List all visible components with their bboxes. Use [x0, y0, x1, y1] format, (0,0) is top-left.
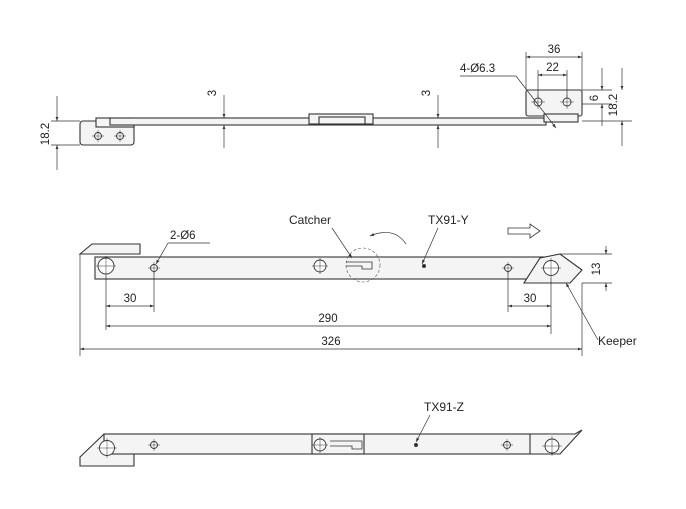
dim-hole-span: 290 — [318, 313, 337, 325]
dim-bracket-small: 6 — [589, 95, 601, 101]
right-pivot-block — [543, 113, 579, 123]
callout-left-holes: 2-Ø6 — [170, 230, 196, 242]
left-hook — [78, 243, 141, 255]
dim-height-right: 18.2 — [608, 94, 620, 116]
label-keeper: Keeper — [598, 334, 637, 348]
label-model-z: TX91-Z — [424, 400, 464, 414]
dim-keeper-width: 36 — [548, 44, 561, 56]
curved-arrow-icon — [369, 232, 407, 245]
center-hole — [422, 264, 426, 268]
side-view: 18.2 3 3 36 22 4-Ø6.3 6 18.2 — [40, 44, 632, 170]
dim-height-left: 18.2 — [40, 123, 52, 145]
dim-right-offset: 30 — [524, 293, 537, 305]
catcher-slot — [346, 261, 373, 270]
dim-gap-left: 3 — [207, 90, 219, 96]
plan-view-tx91-y: Catcher TX91-Y 2-Ø6 30 30 13 Keeper 290 — [78, 213, 637, 356]
center-hole — [414, 443, 418, 447]
dim-keeper-height: 13 — [591, 263, 603, 276]
label-catcher: Catcher — [289, 213, 331, 227]
outline-right-arrow-icon — [507, 223, 541, 239]
center-block — [318, 116, 366, 125]
catcher-slot — [330, 440, 363, 450]
plan-view-tx91-z: TX91-Z — [79, 400, 583, 467]
dim-hole-spacing: 22 — [546, 62, 559, 74]
catcher-outline — [345, 247, 381, 283]
callout-top-holes: 4-Ø6.3 — [460, 63, 495, 75]
dim-overall-length: 326 — [321, 336, 340, 348]
label-model-y: TX91-Y — [428, 213, 469, 227]
dim-gap-right: 3 — [421, 90, 433, 96]
dim-left-offset: 30 — [124, 293, 137, 305]
